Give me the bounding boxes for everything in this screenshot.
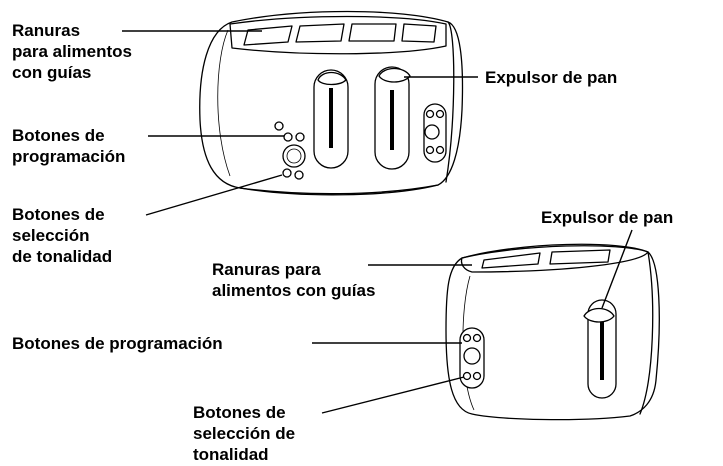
shade-dial	[282, 144, 306, 168]
four-slice-slot-1	[243, 25, 293, 46]
leader-bottom-lever	[601, 229, 633, 309]
four-slice-toaster-side	[445, 21, 455, 183]
four-slice-slot-4	[401, 23, 437, 43]
two-slice-toaster	[445, 243, 660, 421]
label-top-slots: Ranuras para alimentos con guías	[12, 21, 132, 82]
leader-top-shade	[145, 174, 283, 216]
leader-bottom-shade	[321, 376, 465, 414]
lever-slot-2	[390, 90, 394, 150]
side-button-1	[425, 109, 435, 119]
two-slice-program-button-1	[462, 333, 472, 343]
two-slice-toaster-top-plate	[460, 245, 649, 273]
two-slice-slot-2	[549, 249, 611, 265]
four-slice-toaster-top-plate	[229, 15, 447, 55]
label-bottom-program: Botones de programación	[12, 334, 223, 353]
label-bottom-lever: Expulsor de pan	[541, 208, 674, 227]
side-button-3	[425, 145, 435, 155]
four-slice-toaster-front-edge	[217, 29, 231, 177]
two-slice-toaster-side	[639, 251, 654, 415]
lever-slot-1	[329, 88, 333, 148]
four-slice-toaster-base	[239, 184, 439, 196]
lever-knob-1	[317, 71, 347, 86]
two-slice-shade-button-1	[462, 371, 472, 381]
shade-button-1	[282, 168, 292, 178]
shade-button-2	[294, 170, 304, 180]
two-slice-lever-knob	[583, 307, 615, 323]
two-slice-program-button-2	[472, 333, 482, 343]
label-bottom-shade: Botones de selección de tonalidad	[193, 403, 296, 464]
shade-dial-inner	[286, 148, 302, 164]
side-dial	[424, 124, 440, 140]
program-button-2	[283, 132, 293, 142]
label-bottom-slots: Ranuras para alimentos con guías	[212, 260, 376, 300]
program-button-1	[274, 121, 284, 131]
two-slice-slot-1	[481, 252, 541, 269]
label-top-shade: Botones de selección de tonalidad	[12, 205, 113, 266]
two-slice-shade-dial	[463, 347, 481, 365]
four-slice-slot-3	[348, 23, 397, 42]
four-slice-toaster	[199, 10, 464, 196]
side-button-4	[435, 145, 445, 155]
side-button-2	[435, 109, 445, 119]
four-slice-slot-2	[295, 23, 345, 43]
program-button-3	[295, 132, 305, 142]
side-control-panel	[423, 103, 447, 163]
two-slice-shade-button-2	[472, 371, 482, 381]
label-top-program: Botones de programación	[12, 126, 126, 166]
label-top-lever: Expulsor de pan	[485, 68, 618, 87]
two-slice-lever-slot	[600, 322, 604, 380]
lever-knob-2	[378, 67, 411, 83]
